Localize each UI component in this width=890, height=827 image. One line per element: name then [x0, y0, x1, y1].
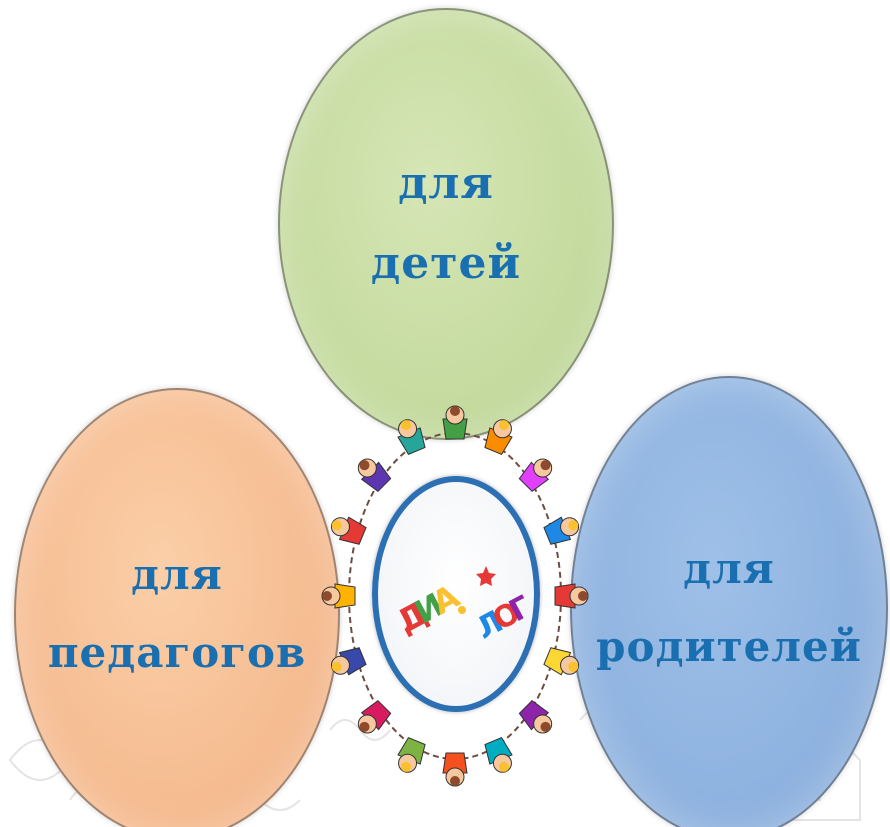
logo-dot [458, 606, 466, 614]
child-figure [543, 645, 579, 675]
child-figure [331, 645, 367, 675]
child-figure [543, 517, 579, 547]
child-figure [482, 736, 512, 772]
child-figure [517, 459, 551, 493]
child-figure [555, 584, 588, 608]
logo-part1: ДИА [391, 577, 466, 641]
dialog-logo: ДИА ЛОГ [378, 548, 534, 648]
child-figure [443, 406, 467, 439]
child-figure [358, 459, 392, 493]
circle-parents: для родителей [570, 376, 888, 827]
circle-parents-line1: для [683, 530, 775, 608]
child-figure [398, 420, 428, 456]
child-figure [398, 736, 428, 772]
circle-teachers-line1: для [131, 536, 223, 614]
circle-children-line1: для [398, 144, 494, 224]
child-figure [358, 699, 392, 733]
circle-parents-line2: родителей [596, 608, 862, 686]
circle-children-line2: детей [371, 224, 521, 304]
child-figure [331, 517, 367, 547]
circle-teachers-line2: педагогов [48, 614, 306, 692]
circle-teachers: для педагогов [14, 388, 340, 827]
logo-part2: ЛОГ [471, 589, 534, 646]
logo-star-icon [476, 566, 496, 586]
child-figure [517, 699, 551, 733]
child-figure [482, 420, 512, 456]
child-figure [443, 753, 467, 786]
child-figure [322, 584, 355, 608]
